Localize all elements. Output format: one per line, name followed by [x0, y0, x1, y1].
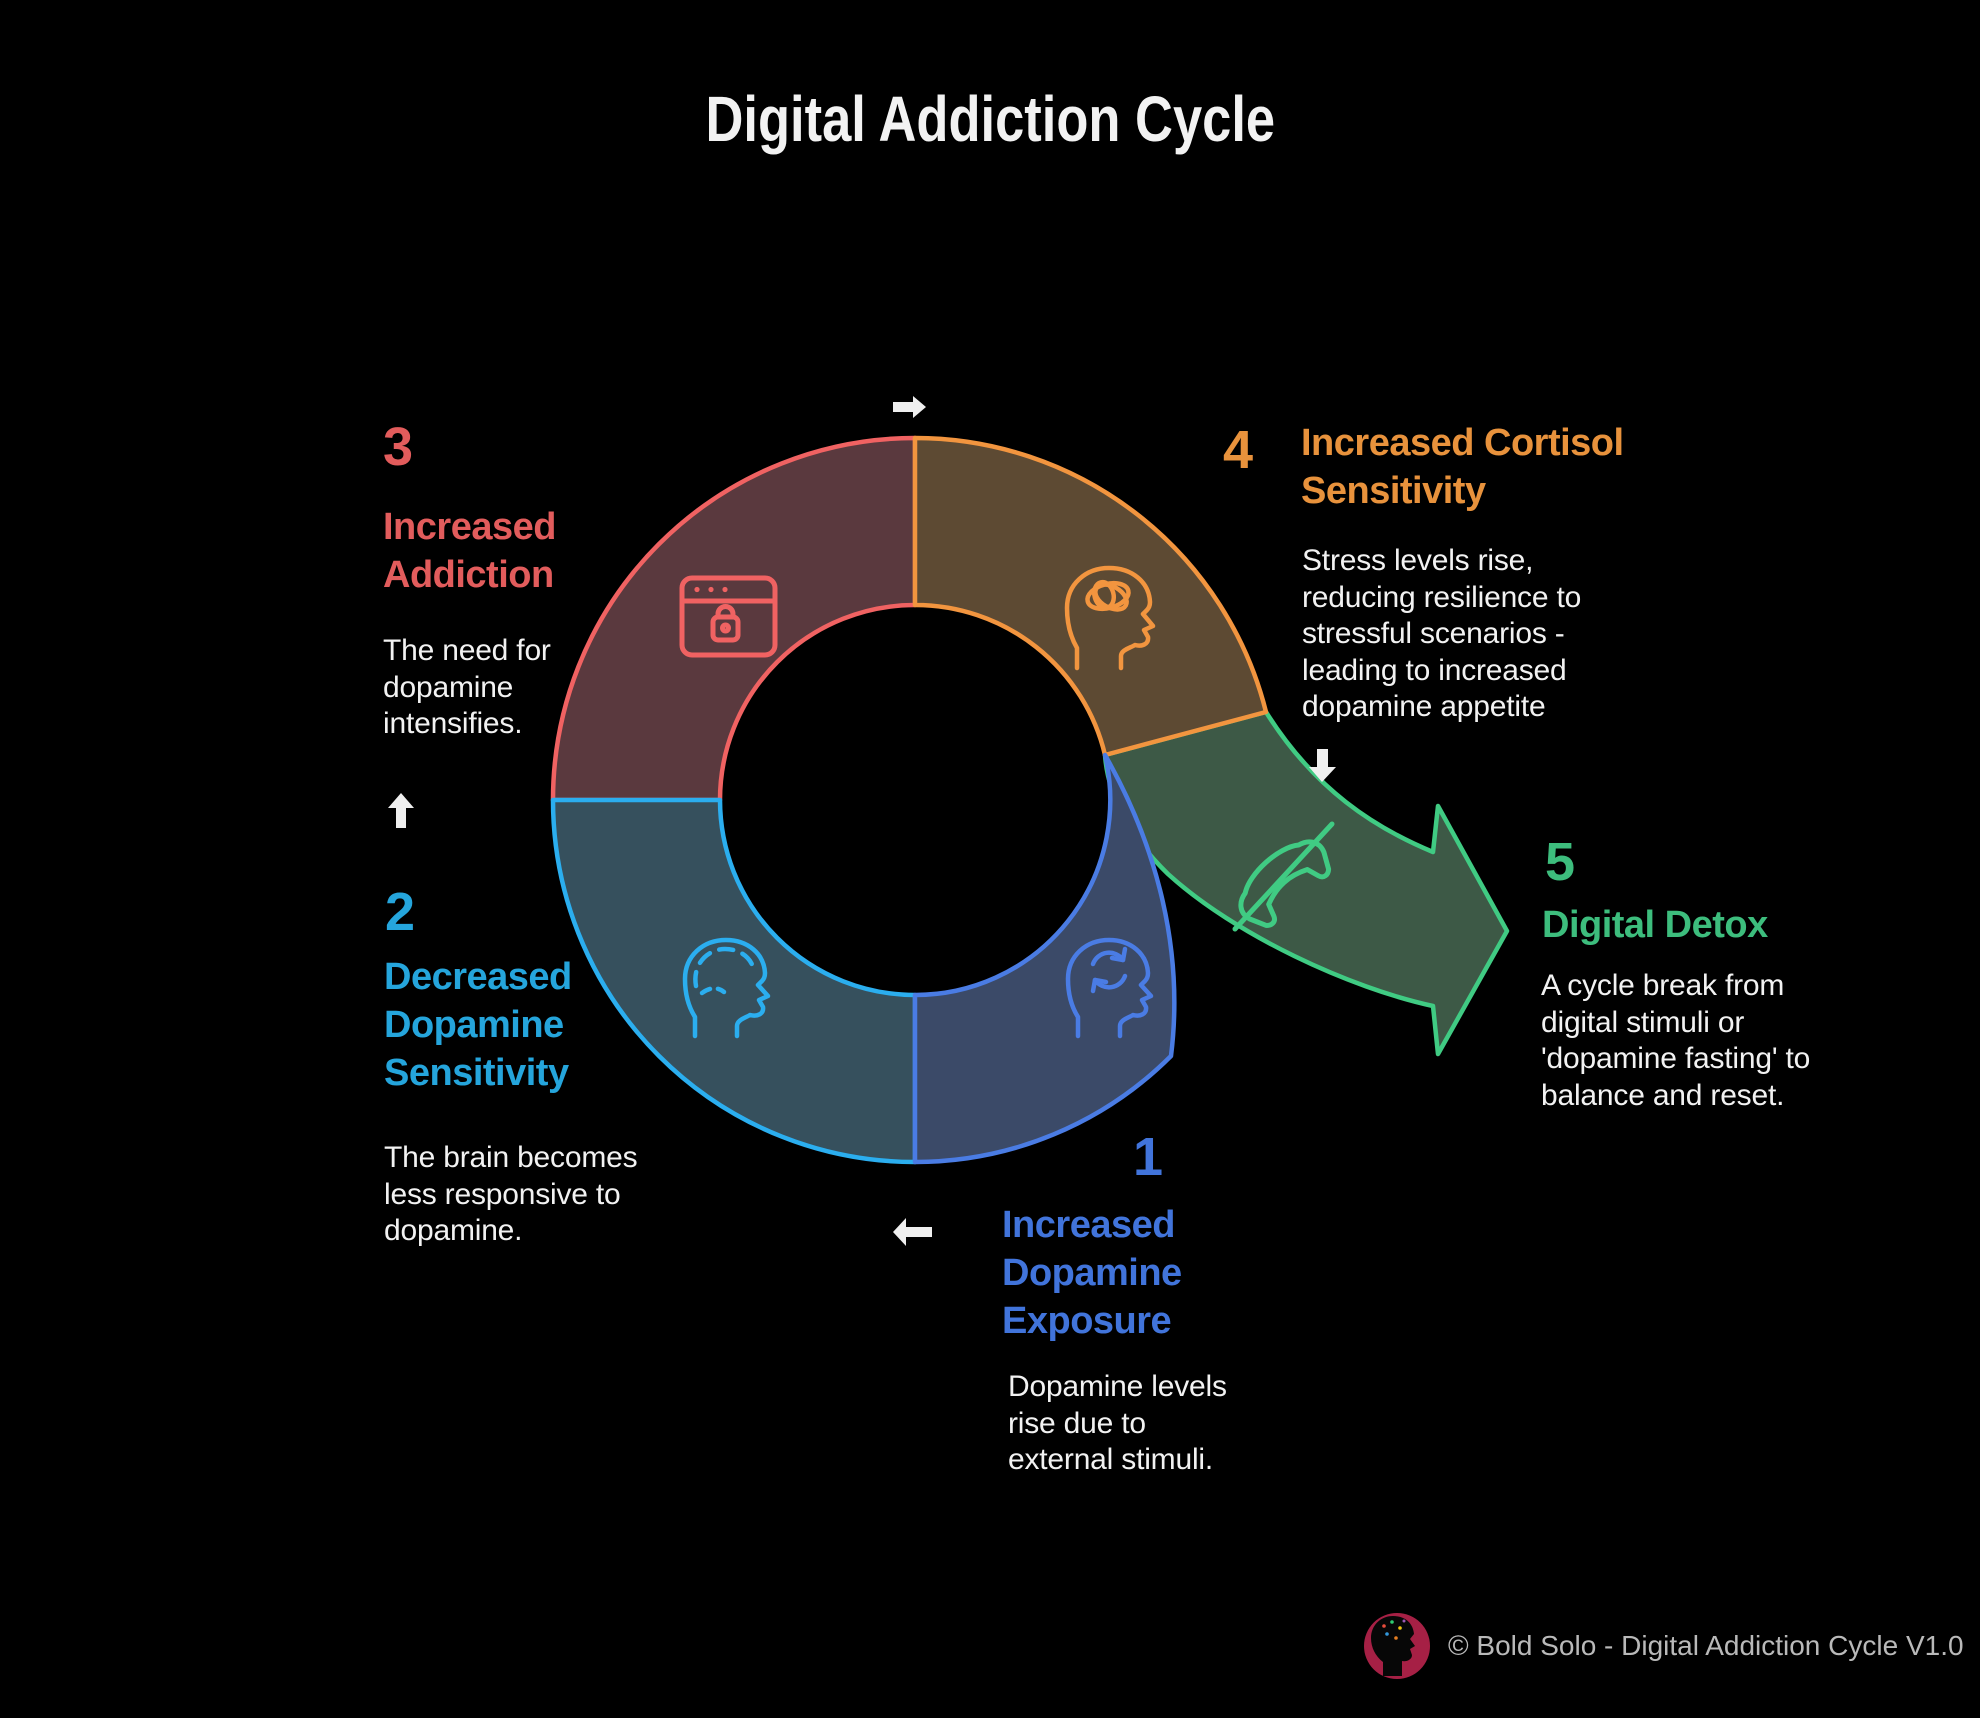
head-brain-dashed-icon	[682, 937, 771, 1039]
step-5-number: 5	[1545, 832, 1576, 892]
flow-arrow-right-icon	[1309, 749, 1336, 782]
step-1-number: 1	[1133, 1127, 1164, 1187]
browser-lock-icon	[679, 575, 778, 658]
step-4-heading: Increased Cortisol Sensitivity	[1301, 422, 1624, 512]
head-refresh-icon	[1065, 937, 1154, 1039]
step-4-number: 4	[1223, 420, 1254, 480]
flow-arrow-top-icon	[893, 396, 926, 418]
page-title: Digital Addiction Cycle	[705, 83, 1275, 155]
step-1-description: Dopamine levels rise due to external sti…	[1008, 1370, 1227, 1476]
flow-arrow-bottom-icon	[893, 1218, 932, 1246]
footer-credit: © Bold Solo - Digital Addiction Cycle V1…	[1448, 1630, 1964, 1661]
step-5-description: A cycle break from digital stimuli or 'd…	[1541, 969, 1811, 1112]
step-5-heading: Digital Detox	[1542, 904, 1768, 946]
step-3-number: 3	[383, 417, 414, 477]
phone-slash-icon	[1232, 821, 1335, 932]
step-3-description: The need for dopamine intensifies.	[383, 634, 551, 740]
step-3-heading: Increased Addiction	[383, 506, 556, 596]
step-2-heading: Decreased Dopamine Sensitivity	[384, 956, 572, 1094]
step-2-description: The brain becomes less responsive to dop…	[384, 1141, 638, 1247]
flow-arrow-left-icon	[388, 793, 414, 828]
step-1-heading: Increased Dopamine Exposure	[1002, 1204, 1182, 1342]
head-brain-scribble-icon	[1064, 565, 1156, 671]
bold-solo-logo	[1364, 1613, 1430, 1679]
step-2-number: 2	[385, 882, 416, 942]
segment-dopamine-sensitivity	[550, 797, 918, 1165]
segment-dopamine-exposure	[912, 752, 1177, 1165]
step-4-description: Stress levels rise, reducing resilience …	[1302, 544, 1582, 723]
